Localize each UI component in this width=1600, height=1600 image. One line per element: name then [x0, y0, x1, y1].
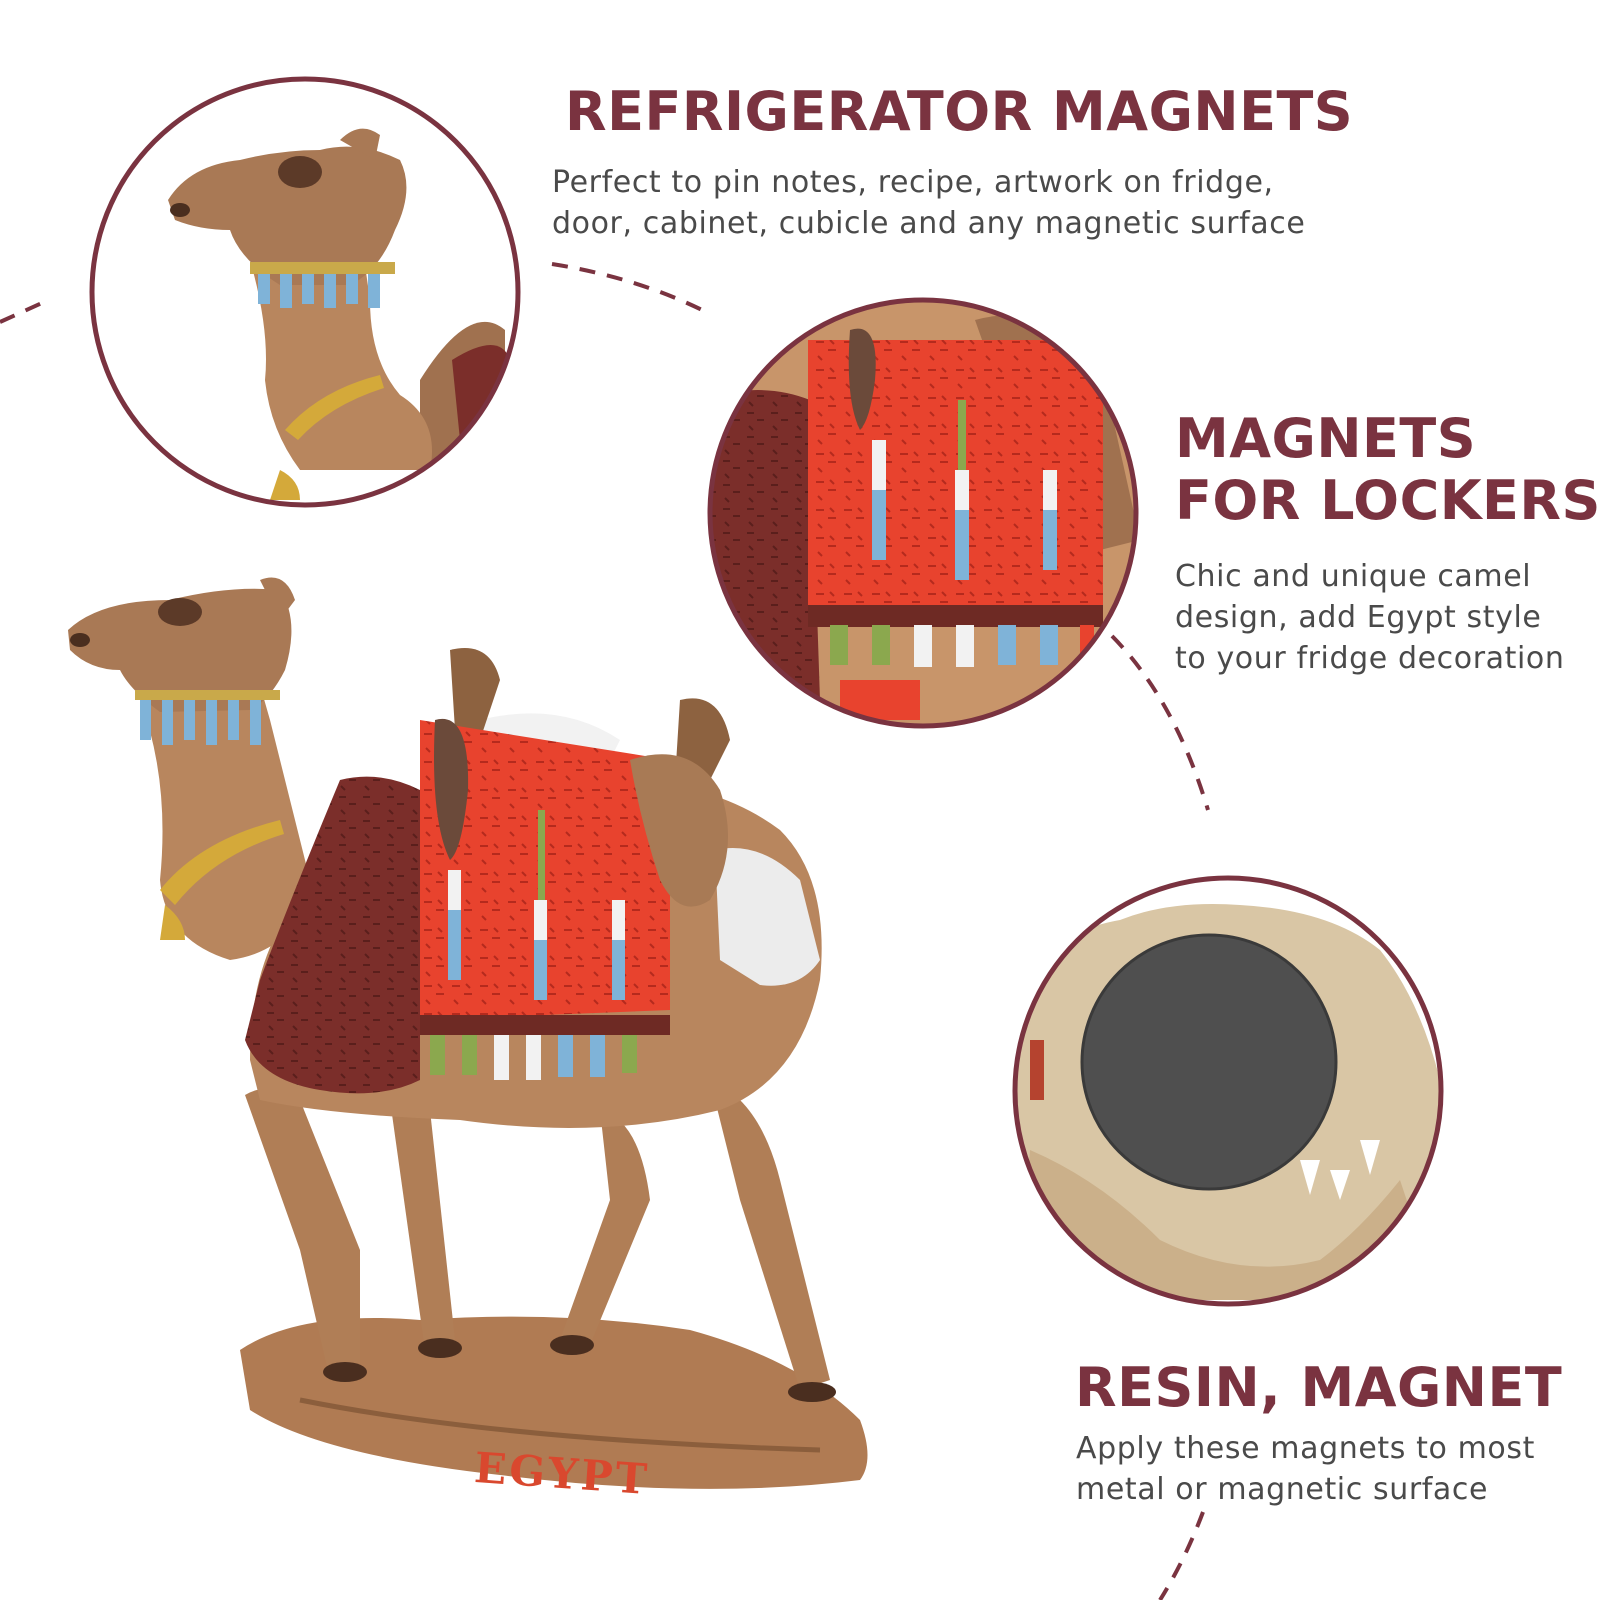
description-line: Perfect to pin notes, recipe, artwork on…	[552, 165, 1274, 200]
description-line: metal or magnetic surface	[1076, 1472, 1489, 1507]
description-refrigerator-magnets: Perfect to pin notes, recipe, artwork on…	[552, 162, 1305, 244]
connector-bottom	[1158, 1511, 1205, 1600]
connector-left	[0, 301, 43, 324]
dashed-connectors	[0, 262, 1210, 1600]
connector-right	[1110, 634, 1210, 811]
detail-circle-magnet	[1012, 875, 1444, 1307]
description-line: door, cabinet, cubicle and any magnetic …	[552, 206, 1306, 241]
detail-circle-head	[89, 76, 521, 508]
heading-line: REFRIGERATOR MAGNETS	[565, 80, 1354, 143]
heading-line: FOR LOCKERS	[1175, 469, 1600, 532]
description-magnets-for-lockers: Chic and unique camel design, add Egypt …	[1175, 556, 1565, 679]
heading-resin-magnet: RESIN, MAGNET	[1075, 1358, 1562, 1418]
magnet-back-detail-photo	[1015, 878, 1441, 1304]
saddle-blanket-detail-photo	[710, 300, 1136, 726]
description-line: design, add Egypt style	[1175, 600, 1542, 635]
round-magnet	[1082, 935, 1336, 1189]
heading-magnets-for-lockers: MAGNETS FOR LOCKERS	[1175, 408, 1600, 532]
description-line: to your fridge decoration	[1175, 641, 1565, 676]
description-line: Chic and unique camel	[1175, 559, 1532, 594]
heading-refrigerator-magnets: REFRIGERATOR MAGNETS	[565, 82, 1353, 142]
main-fringe-tassels	[430, 1035, 637, 1080]
heading-line: RESIN, MAGNET	[1075, 1356, 1563, 1419]
base-label-egypt: EGYPT	[473, 1443, 652, 1504]
detail-circle-saddle	[707, 297, 1139, 729]
camel-figurine-photo: EGYPT	[68, 577, 868, 1504]
connector-top	[551, 262, 711, 316]
fringe-tassels	[830, 625, 1094, 667]
camel-head-detail-photo	[92, 79, 518, 505]
heading-line: MAGNETS	[1175, 407, 1477, 470]
description-line: Apply these magnets to most	[1076, 1431, 1535, 1466]
description-resin-magnet: Apply these magnets to most metal or mag…	[1076, 1428, 1535, 1510]
